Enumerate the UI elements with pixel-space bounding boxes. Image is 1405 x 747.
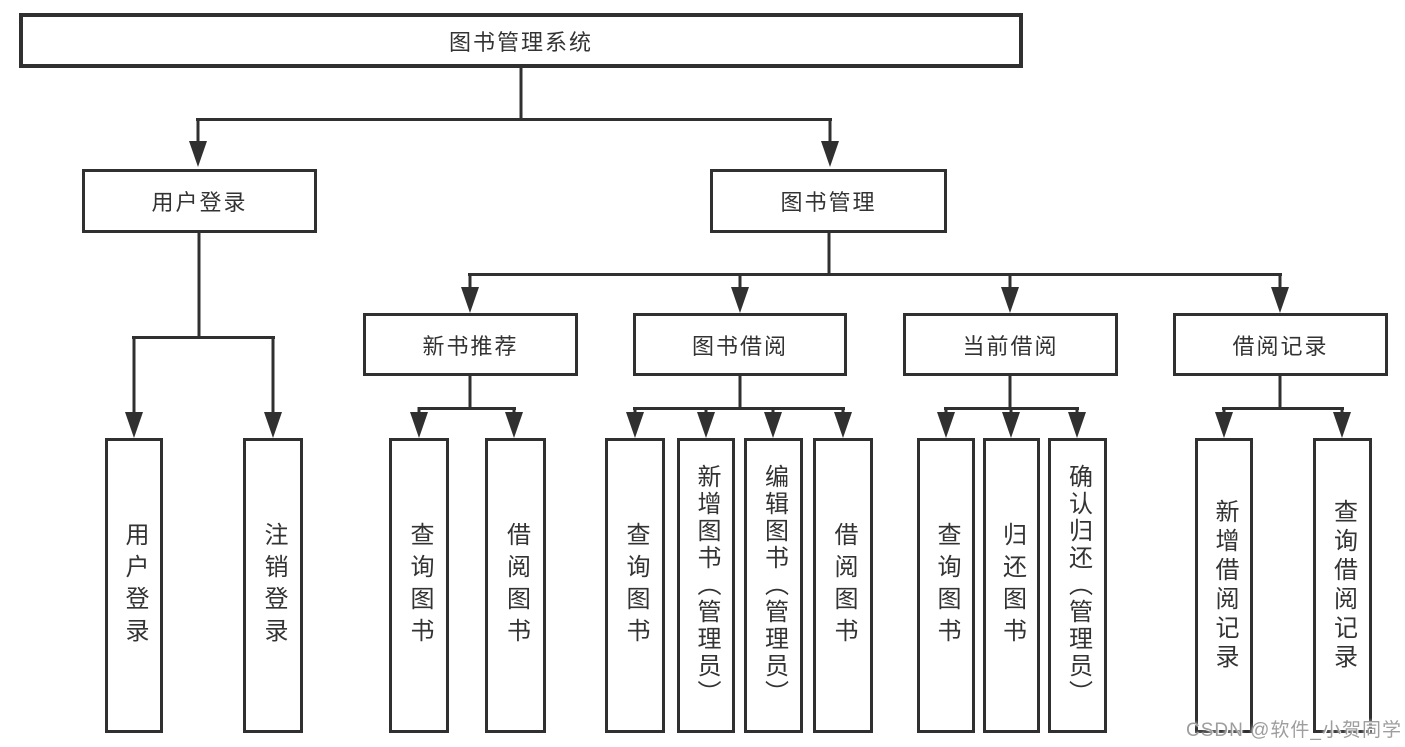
arrow-down-icon bbox=[834, 412, 852, 438]
arrow-down-icon bbox=[764, 412, 782, 438]
node-book-mgmt: 图书管理 bbox=[710, 169, 947, 233]
leaf-label: 查询图书 bbox=[933, 521, 960, 650]
leaf-confirm-return-admin: 确认归还（管理员） bbox=[1048, 438, 1107, 733]
leaf-add-book-admin: 新增图书（管理员） bbox=[677, 438, 735, 733]
node-label: 图书管理 bbox=[780, 190, 877, 215]
watermark-text: CSDN @软件_小贺同学 bbox=[1186, 720, 1402, 741]
leaf-label: 查询图书 bbox=[406, 521, 433, 650]
node-label: 借阅记录 bbox=[1232, 333, 1329, 359]
arrow-down-icon bbox=[189, 141, 207, 167]
connector-leaf-drop bbox=[132, 336, 136, 416]
leaf-return-book: 归还图书 bbox=[983, 438, 1040, 733]
connector-book-mgmt-drop bbox=[828, 118, 832, 145]
arrow-down-icon bbox=[125, 412, 143, 438]
connector-user-login-stem bbox=[197, 233, 201, 338]
leaf-borrow-books-1: 借阅图书 bbox=[485, 438, 546, 733]
leaf-label: 借阅图书 bbox=[830, 521, 857, 650]
node-label: 新书推荐 bbox=[422, 333, 519, 359]
arrow-down-icon bbox=[1215, 412, 1233, 438]
leaf-edit-book-admin: 编辑图书（管理员） bbox=[744, 438, 803, 733]
connector-module2-stem bbox=[738, 376, 742, 409]
leaf-borrow-books-2: 借阅图书 bbox=[813, 438, 873, 733]
leaf-label: 新增图书（管理员） bbox=[693, 464, 720, 707]
connector-module4-rail bbox=[1222, 407, 1344, 410]
arrow-down-icon bbox=[1271, 287, 1289, 313]
node-current-borrow: 当前借阅 bbox=[903, 313, 1118, 376]
node-user-login: 用户登录 bbox=[82, 169, 317, 233]
node-borrow-records: 借阅记录 bbox=[1173, 313, 1388, 376]
connector-module4-stem bbox=[1278, 376, 1282, 409]
connector-module-drop bbox=[468, 273, 472, 292]
connector-module2-rail bbox=[633, 407, 845, 410]
node-label: 当前借阅 bbox=[962, 333, 1059, 359]
leaf-label: 归还图书 bbox=[998, 521, 1026, 650]
arrow-down-icon bbox=[1333, 412, 1351, 438]
connector-root-stem bbox=[519, 68, 523, 120]
connector-module3-stem bbox=[1008, 376, 1012, 409]
arrow-down-icon bbox=[1068, 412, 1086, 438]
node-label: 用户登录 bbox=[151, 190, 248, 215]
node-label: 图书借阅 bbox=[691, 333, 788, 359]
leaf-label: 注销登录 bbox=[260, 521, 287, 650]
connector-module-drop bbox=[1278, 273, 1282, 292]
leaf-label: 确认归还（管理员） bbox=[1064, 464, 1092, 707]
leaf-label: 用户登录 bbox=[121, 521, 148, 650]
node-book-borrow: 图书借阅 bbox=[633, 313, 847, 376]
connector-module1-rail bbox=[418, 407, 516, 410]
connector-user-login-drop bbox=[196, 118, 200, 145]
arrow-down-icon bbox=[1001, 287, 1019, 313]
arrow-down-icon bbox=[410, 412, 428, 438]
arrow-down-icon bbox=[697, 412, 715, 438]
connector-modules-rail bbox=[468, 273, 1282, 276]
arrow-down-icon bbox=[461, 287, 479, 313]
leaf-query-books-3: 查询图书 bbox=[917, 438, 975, 733]
leaf-query-books-1: 查询图书 bbox=[389, 438, 449, 733]
connector-level2-rail bbox=[196, 118, 832, 121]
connector-module-drop bbox=[1008, 273, 1012, 292]
leaf-label: 新增借阅记录 bbox=[1211, 498, 1238, 673]
arrow-down-icon bbox=[937, 412, 955, 438]
node-label: 图书管理系统 bbox=[448, 29, 593, 55]
leaf-label: 编辑图书（管理员） bbox=[760, 464, 788, 707]
connector-leaf-drop bbox=[271, 336, 275, 416]
arrow-down-icon bbox=[264, 412, 282, 438]
leaf-query-borrow-record: 查询借阅记录 bbox=[1313, 438, 1372, 733]
leaf-logout: 注销登录 bbox=[243, 438, 303, 733]
leaf-add-borrow-record: 新增借阅记录 bbox=[1195, 438, 1253, 733]
connector-user-login-rail bbox=[132, 336, 275, 339]
arrow-down-icon bbox=[1002, 412, 1020, 438]
arrow-down-icon bbox=[731, 287, 749, 313]
leaf-label: 借阅图书 bbox=[502, 521, 530, 650]
connector-module-drop bbox=[738, 273, 742, 292]
node-new-book-recommend: 新书推荐 bbox=[363, 313, 578, 376]
leaf-query-books-2: 查询图书 bbox=[605, 438, 665, 733]
arrow-down-icon bbox=[505, 412, 523, 438]
node-system-root: 图书管理系统 bbox=[19, 13, 1023, 68]
connector-book-mgmt-stem bbox=[827, 233, 831, 276]
leaf-label: 查询图书 bbox=[622, 521, 649, 650]
leaf-user-login: 用户登录 bbox=[105, 438, 163, 733]
arrow-down-icon bbox=[821, 141, 839, 167]
connector-module1-stem bbox=[468, 376, 472, 409]
arrow-down-icon bbox=[626, 412, 644, 438]
leaf-label: 查询借阅记录 bbox=[1329, 498, 1357, 673]
